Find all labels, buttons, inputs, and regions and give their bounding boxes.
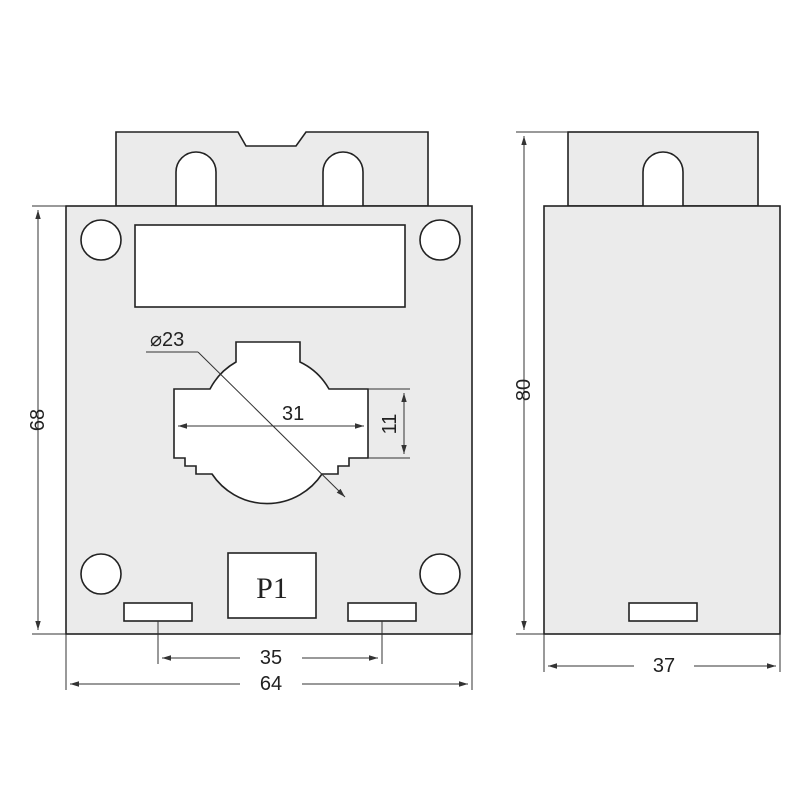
- cable-window: [173, 341, 369, 505]
- mounting-hole-bottom-left: [80, 553, 122, 595]
- dim-side-height: 80: [513, 379, 535, 401]
- front-top-clamp: [115, 131, 429, 207]
- dim-terminal-spacing: 35: [260, 647, 282, 669]
- terminal-right: [347, 602, 417, 622]
- terminal-label: P1: [256, 572, 288, 605]
- label-window: [134, 224, 406, 308]
- side-slot: [642, 151, 684, 206]
- dim-bore-diameter: ⌀23: [150, 329, 184, 351]
- dim-front-height: 68: [27, 409, 49, 431]
- front-slot-right: [322, 151, 364, 206]
- side-dimensions: 80 37: [513, 131, 781, 677]
- side-view: [543, 131, 781, 635]
- mounting-hole-bottom-right: [419, 553, 461, 595]
- front-slot-left: [175, 151, 217, 206]
- mounting-hole-top-right: [419, 219, 461, 261]
- terminal-left: [123, 602, 193, 622]
- terminal-plate: [227, 552, 317, 619]
- dim-window-width: 31: [282, 403, 304, 425]
- front-view: P1: [65, 131, 473, 635]
- dim-side-depth: 37: [653, 655, 675, 677]
- mounting-hole-top-left: [80, 219, 122, 261]
- dim-window-height: 11: [379, 414, 401, 435]
- side-body: [543, 205, 781, 635]
- front-dimensions: 68 11 31 ⌀23 35 64: [27, 205, 473, 695]
- side-terminal: [628, 602, 698, 622]
- dim-front-width: 64: [260, 673, 282, 695]
